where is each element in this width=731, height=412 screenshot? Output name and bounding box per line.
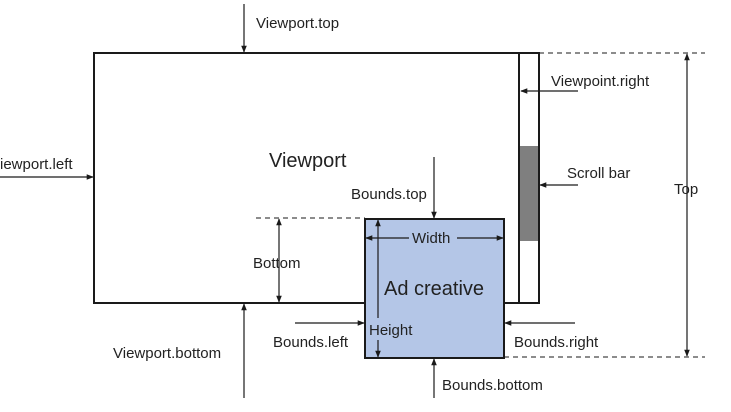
- bottom-label: Bottom: [253, 255, 301, 272]
- ad-creative-label: Ad creative: [384, 278, 484, 300]
- bounds-bottom-label: Bounds.bottom: [442, 377, 543, 394]
- width-label: Width: [412, 230, 450, 247]
- top-label: Top: [674, 181, 698, 198]
- viewpoint-right-label: Viewpoint.right: [551, 73, 650, 90]
- bounds-right-label: Bounds.right: [514, 334, 599, 351]
- scroll-bar-thumb: [520, 146, 538, 241]
- bounds-left-label: Bounds.left: [273, 334, 349, 351]
- viewport-bottom-label: Viewport.bottom: [113, 345, 221, 362]
- height-label: Height: [369, 322, 413, 339]
- viewport-top-label: Viewport.top: [256, 15, 339, 32]
- ad-creative-box: [364, 218, 505, 359]
- bounds-top-label: Bounds.top: [351, 186, 427, 203]
- scroll-bar-label: Scroll bar: [567, 165, 630, 182]
- viewport-left-label: iewport.left: [0, 156, 73, 173]
- viewport-title: Viewport: [269, 150, 347, 172]
